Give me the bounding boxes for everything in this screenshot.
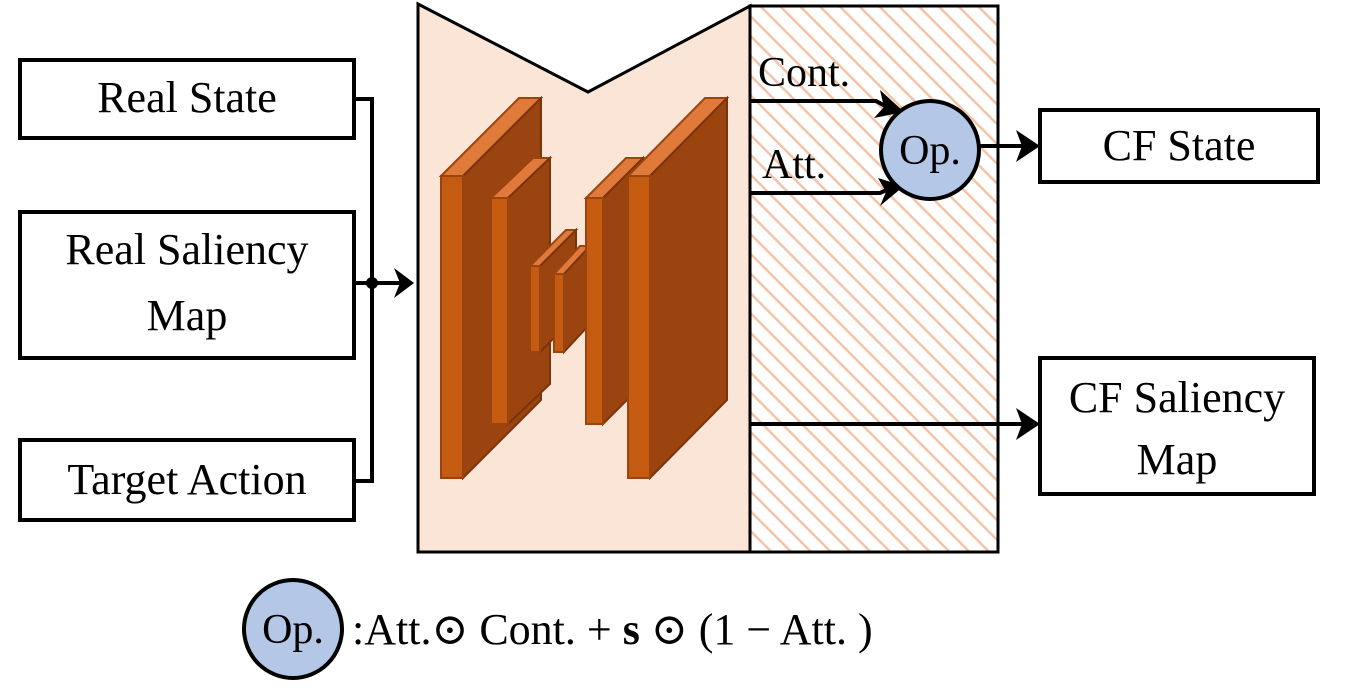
formula-odot-2: ⊙ <box>640 605 699 654</box>
op-legend: Op. :Att.⊙ Cont. + s ⊙ (1 − Att. ) <box>242 578 873 680</box>
input-real-state: Real State <box>18 58 356 140</box>
cf-saliency-label-line2: Map <box>1137 435 1218 484</box>
input-real-saliency-map: Real Saliency Map <box>18 210 356 360</box>
formula-odot-1: ⊙ <box>431 605 468 654</box>
cf-state-label: CF State <box>1103 121 1256 170</box>
formula-prefix: :Att. <box>352 605 431 654</box>
legend-op-label: Op. <box>262 607 324 653</box>
legend-op-circle <box>242 578 344 680</box>
formula-s: s <box>623 605 640 654</box>
legend-formula: :Att.⊙ Cont. + s ⊙ (1 − Att. ) <box>352 605 873 654</box>
encoder-decoder-layers <box>438 95 730 481</box>
input-merge-connector <box>354 97 414 483</box>
op-node: Op. <box>879 99 981 201</box>
cf-saliency-label-line1: CF Saliency <box>1069 373 1285 422</box>
output-cf-state: CF State <box>1038 108 1320 184</box>
real-saliency-label-line2: Map <box>147 291 228 340</box>
op-node-label: Op. <box>899 128 961 174</box>
output-cf-saliency-map: CF Saliency Map <box>1038 356 1316 496</box>
real-state-label: Real State <box>97 73 277 122</box>
hatched-region <box>748 4 1000 554</box>
formula-cont: Cont. + <box>468 605 622 654</box>
merge-arrowhead <box>394 268 414 298</box>
layer-block-6 <box>625 95 730 481</box>
input-target-action: Target Action <box>18 438 356 522</box>
cont-label: Cont. <box>758 50 850 96</box>
target-action-label: Target Action <box>67 455 306 504</box>
real-saliency-label-line1: Real Saliency <box>65 225 308 274</box>
att-label: Att. <box>762 142 826 188</box>
formula-tail: (1 − Att. ) <box>699 605 873 654</box>
